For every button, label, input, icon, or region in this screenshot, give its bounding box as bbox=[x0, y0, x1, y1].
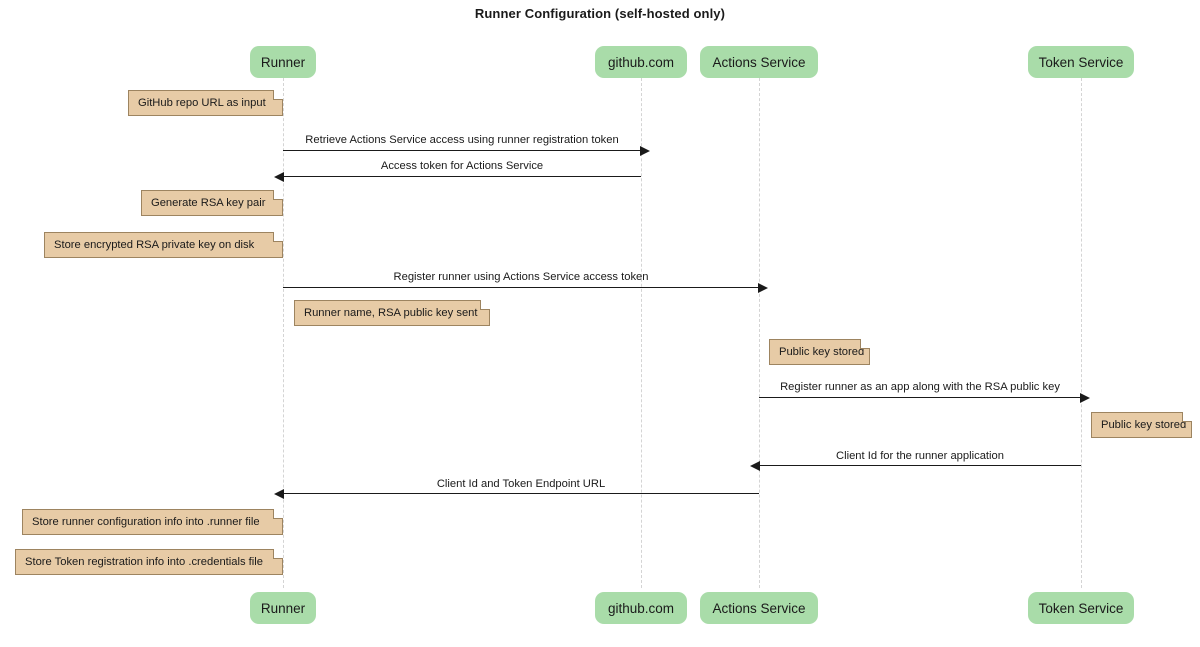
participant-actions-bottom[interactable]: Actions Service bbox=[700, 592, 818, 624]
msg-access-token-label: Access token for Actions Service bbox=[380, 160, 544, 172]
msg-retrieve-access-label: Retrieve Actions Service access using ru… bbox=[305, 134, 619, 146]
note-text: Runner name, RSA public key sent bbox=[304, 307, 478, 319]
arrowhead-icon bbox=[274, 172, 284, 182]
participant-github-top[interactable]: github.com bbox=[595, 46, 687, 78]
participant-token-top[interactable]: Token Service bbox=[1028, 46, 1134, 78]
note-fold-corner-icon bbox=[273, 190, 283, 200]
lifeline-github bbox=[641, 78, 642, 588]
msg-register-app-arrow bbox=[759, 393, 1090, 403]
lifeline-token bbox=[1081, 78, 1082, 588]
msg-register-runner-label: Register runner using Actions Service ac… bbox=[393, 271, 649, 283]
note-fold-corner-icon bbox=[860, 339, 870, 349]
note-text: Store encrypted RSA private key on disk bbox=[54, 239, 255, 251]
note-fold-corner-icon bbox=[480, 300, 490, 310]
participant-label: Runner bbox=[260, 54, 306, 70]
participant-label: github.com bbox=[607, 54, 675, 70]
arrowhead-icon bbox=[758, 283, 768, 293]
note-pubkey-token: Public key stored bbox=[1091, 412, 1192, 438]
arrowhead-icon bbox=[274, 489, 284, 499]
arrowhead-icon bbox=[640, 146, 650, 156]
participant-runner-top[interactable]: Runner bbox=[250, 46, 316, 78]
arrowhead-icon bbox=[750, 461, 760, 471]
note-store-rsa: Store encrypted RSA private key on disk bbox=[44, 232, 283, 258]
arrowhead-icon bbox=[1080, 393, 1090, 403]
note-repo-url: GitHub repo URL as input bbox=[128, 90, 283, 116]
page-title: Runner Configuration (self-hosted only) bbox=[474, 6, 726, 21]
note-text: Public key stored bbox=[1101, 419, 1187, 431]
note-store-config: Store runner configuration info into .ru… bbox=[22, 509, 283, 535]
note-fold-corner-icon bbox=[273, 232, 283, 242]
participant-label: Runner bbox=[260, 600, 306, 616]
msg-client-id-endpoint-arrow bbox=[274, 489, 759, 499]
note-text: Generate RSA key pair bbox=[151, 197, 266, 209]
msg-access-token-arrow bbox=[274, 172, 641, 182]
note-text: Store Token registration info into .cred… bbox=[25, 556, 263, 568]
note-gen-rsa: Generate RSA key pair bbox=[141, 190, 283, 216]
msg-retrieve-access-arrow bbox=[283, 146, 650, 156]
participant-label: Actions Service bbox=[712, 54, 806, 70]
note-pubkey-actions: Public key stored bbox=[769, 339, 870, 365]
participant-label: Token Service bbox=[1038, 54, 1124, 70]
note-fold-corner-icon bbox=[273, 509, 283, 519]
msg-client-id-arrow bbox=[750, 461, 1081, 471]
participant-label: Actions Service bbox=[712, 600, 806, 616]
msg-client-id-endpoint-label: Client Id and Token Endpoint URL bbox=[436, 478, 606, 490]
participant-label: github.com bbox=[607, 600, 675, 616]
note-fold-corner-icon bbox=[273, 90, 283, 100]
msg-client-id-label: Client Id for the runner application bbox=[836, 450, 1004, 462]
msg-register-runner-arrow bbox=[283, 283, 768, 293]
note-fold-corner-icon bbox=[1182, 412, 1192, 422]
participant-label: Token Service bbox=[1038, 600, 1124, 616]
msg-register-app-label: Register runner as an app along with the… bbox=[780, 381, 1060, 393]
participant-token-bottom[interactable]: Token Service bbox=[1028, 592, 1134, 624]
lifeline-actions bbox=[759, 78, 760, 588]
note-runner-name: Runner name, RSA public key sent bbox=[294, 300, 490, 326]
note-store-token: Store Token registration info into .cred… bbox=[15, 549, 283, 575]
note-text: Public key stored bbox=[779, 346, 865, 358]
lifeline-runner bbox=[283, 78, 284, 588]
note-fold-corner-icon bbox=[273, 549, 283, 559]
participant-runner-bottom[interactable]: Runner bbox=[250, 592, 316, 624]
note-text: GitHub repo URL as input bbox=[138, 97, 266, 109]
note-text: Store runner configuration info into .ru… bbox=[32, 516, 260, 528]
participant-actions-top[interactable]: Actions Service bbox=[700, 46, 818, 78]
participant-github-bottom[interactable]: github.com bbox=[595, 592, 687, 624]
